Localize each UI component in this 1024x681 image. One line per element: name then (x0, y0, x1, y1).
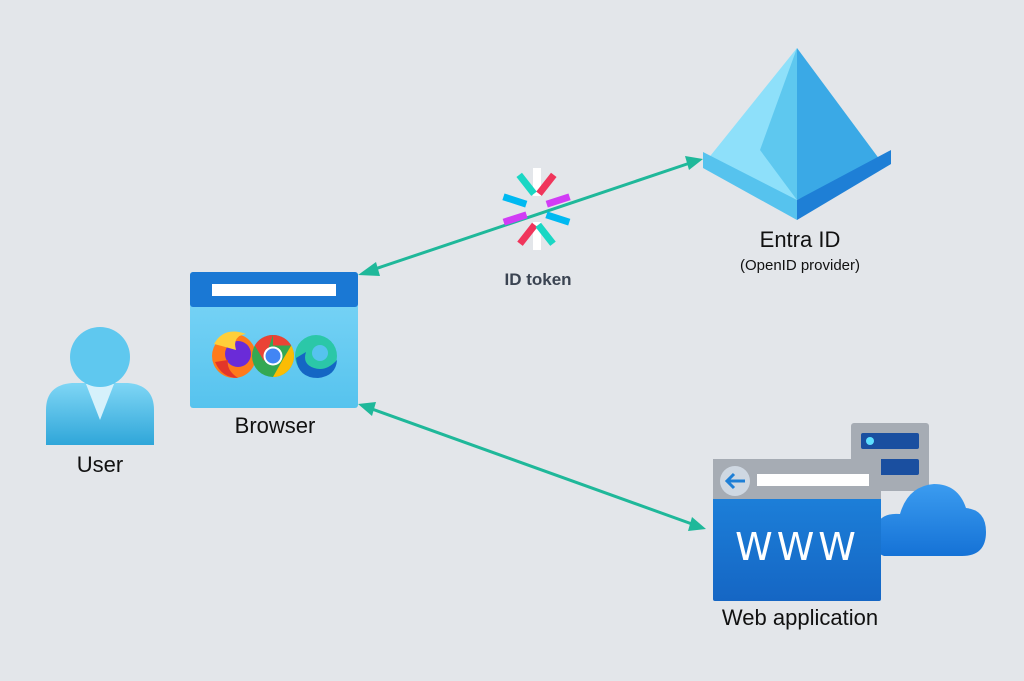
user-icon (46, 327, 154, 445)
user-label: User (76, 452, 124, 477)
browser-label: Browser (234, 413, 316, 438)
entra-id-label: Entra ID (759, 227, 841, 252)
firefox-icon (212, 331, 256, 378)
arrow-browser-entra (358, 156, 703, 276)
web-application-label: Web application (721, 605, 879, 630)
www-text: WWW (735, 525, 860, 569)
jwt-icon (502, 168, 571, 250)
browser-window-icon[interactable] (190, 272, 358, 408)
arrow-browser-webapp (358, 402, 706, 531)
chrome-icon (252, 335, 295, 378)
edge-icon (295, 335, 337, 378)
entra-id-pyramid-icon (703, 48, 891, 220)
id-token-label: ID token (504, 270, 572, 289)
cloud-icon (873, 484, 986, 556)
entra-id-sublabel: (OpenID provider) (739, 257, 861, 274)
web-application-icon[interactable] (713, 423, 986, 601)
